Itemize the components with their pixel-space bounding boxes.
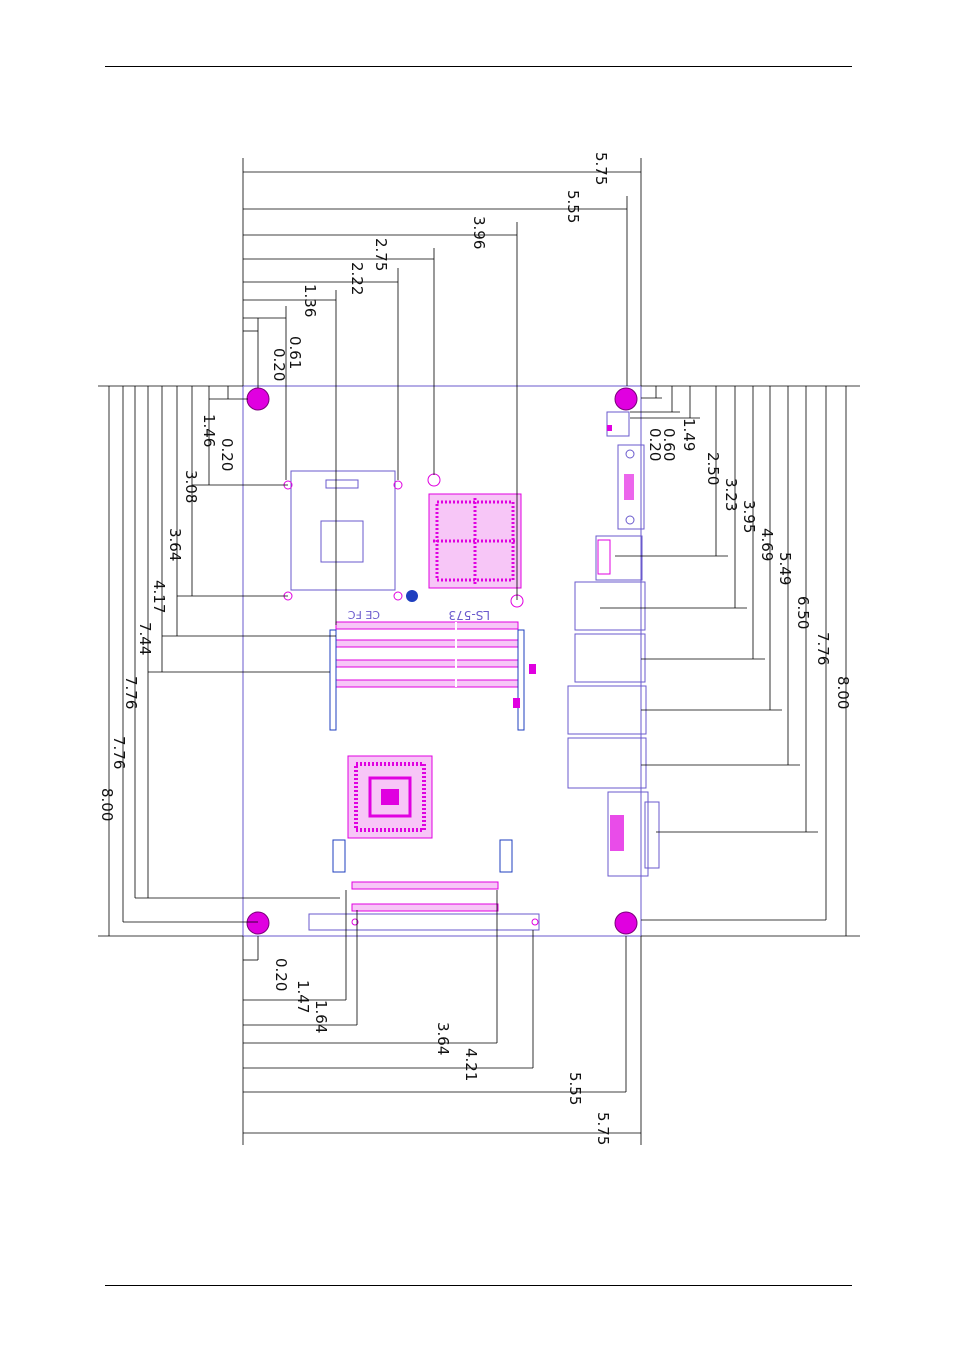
dim-left-label: 3.08 <box>182 470 200 503</box>
mounting-hole-bottom-right <box>614 911 638 935</box>
dim-left-label: 8.00 <box>98 788 116 821</box>
dim-top-label: 5.55 <box>564 190 582 223</box>
mounting-hole-bottom-left <box>246 911 270 935</box>
dimension-labels-right: 0.20 0.60 1.49 2.50 3.23 3.95 4.69 5.49 … <box>646 418 852 709</box>
board: LS-573 CE FC <box>242 385 660 937</box>
dim-right-label: 2.50 <box>704 452 722 485</box>
dim-bottom-label: 1.47 <box>294 980 312 1013</box>
dim-bottom-label: 4.21 <box>462 1048 480 1081</box>
dimension-labels-bottom: 0.20 1.47 1.64 3.64 4.21 5.55 5.75 <box>272 958 612 1145</box>
dim-top-label: 2.75 <box>372 238 390 271</box>
dimension-lines <box>98 158 860 1145</box>
dim-bottom-label: 1.64 <box>312 1000 330 1033</box>
fiducial-marker <box>406 590 418 602</box>
mounting-hole-top-left <box>246 387 270 411</box>
dim-right-label: 0.60 <box>660 428 678 461</box>
dim-bottom-label: 3.64 <box>434 1022 452 1055</box>
dim-right-label: 5.49 <box>776 552 794 585</box>
dim-bottom-label: 5.55 <box>566 1072 584 1105</box>
southbridge-chip <box>347 755 433 839</box>
dim-top-label: 3.96 <box>470 216 488 249</box>
dim-bottom-label: 5.75 <box>594 1112 612 1145</box>
dim-left-label: 3.64 <box>166 528 184 561</box>
dim-top-label: 0.61 <box>286 336 304 369</box>
dim-left-label: 7.44 <box>136 622 154 655</box>
bottom-connector <box>308 839 540 931</box>
board-outline <box>242 385 642 937</box>
memory-slots <box>329 621 536 731</box>
dim-left-label: 7.76 <box>122 676 140 709</box>
dim-top-label: 0.20 <box>270 348 288 381</box>
dimension-labels-left: 0.20 1.46 3.08 3.64 4.17 7.44 7.76 7.76 … <box>98 414 236 821</box>
dim-left-label: 1.46 <box>200 414 218 447</box>
io-connectors <box>567 411 660 877</box>
dim-right-label: 6.50 <box>794 596 812 629</box>
dim-right-label: 3.23 <box>722 478 740 511</box>
dim-right-label: 7.76 <box>814 632 832 665</box>
dimension-labels-top: 5.75 5.55 3.96 2.75 2.22 1.36 0.61 0.20 <box>270 152 610 381</box>
dim-right-label: 3.95 <box>740 500 758 533</box>
cpu-socket <box>283 470 403 601</box>
northbridge-chip <box>427 473 524 608</box>
mounting-hole-top-right <box>614 387 638 411</box>
dim-top-label: 1.36 <box>301 284 319 317</box>
dim-right-label: 0.20 <box>646 428 664 461</box>
board-marking: LS-573 <box>448 608 490 622</box>
dim-top-label: 2.22 <box>348 262 366 295</box>
ce-fcc-mark: CE FC <box>348 608 380 621</box>
header-rule <box>105 66 852 67</box>
dim-right-label: 4.69 <box>758 528 776 561</box>
dim-bottom-label: 0.20 <box>272 958 290 991</box>
dim-left-label: 7.76 <box>110 736 128 769</box>
dim-right-label: 1.49 <box>680 418 698 451</box>
dim-right-label: 8.00 <box>834 676 852 709</box>
dim-left-label: 4.17 <box>150 580 168 613</box>
footer-rule <box>105 1285 852 1286</box>
dim-top-label: 5.75 <box>592 152 610 185</box>
dim-left-label: 0.20 <box>218 438 236 471</box>
